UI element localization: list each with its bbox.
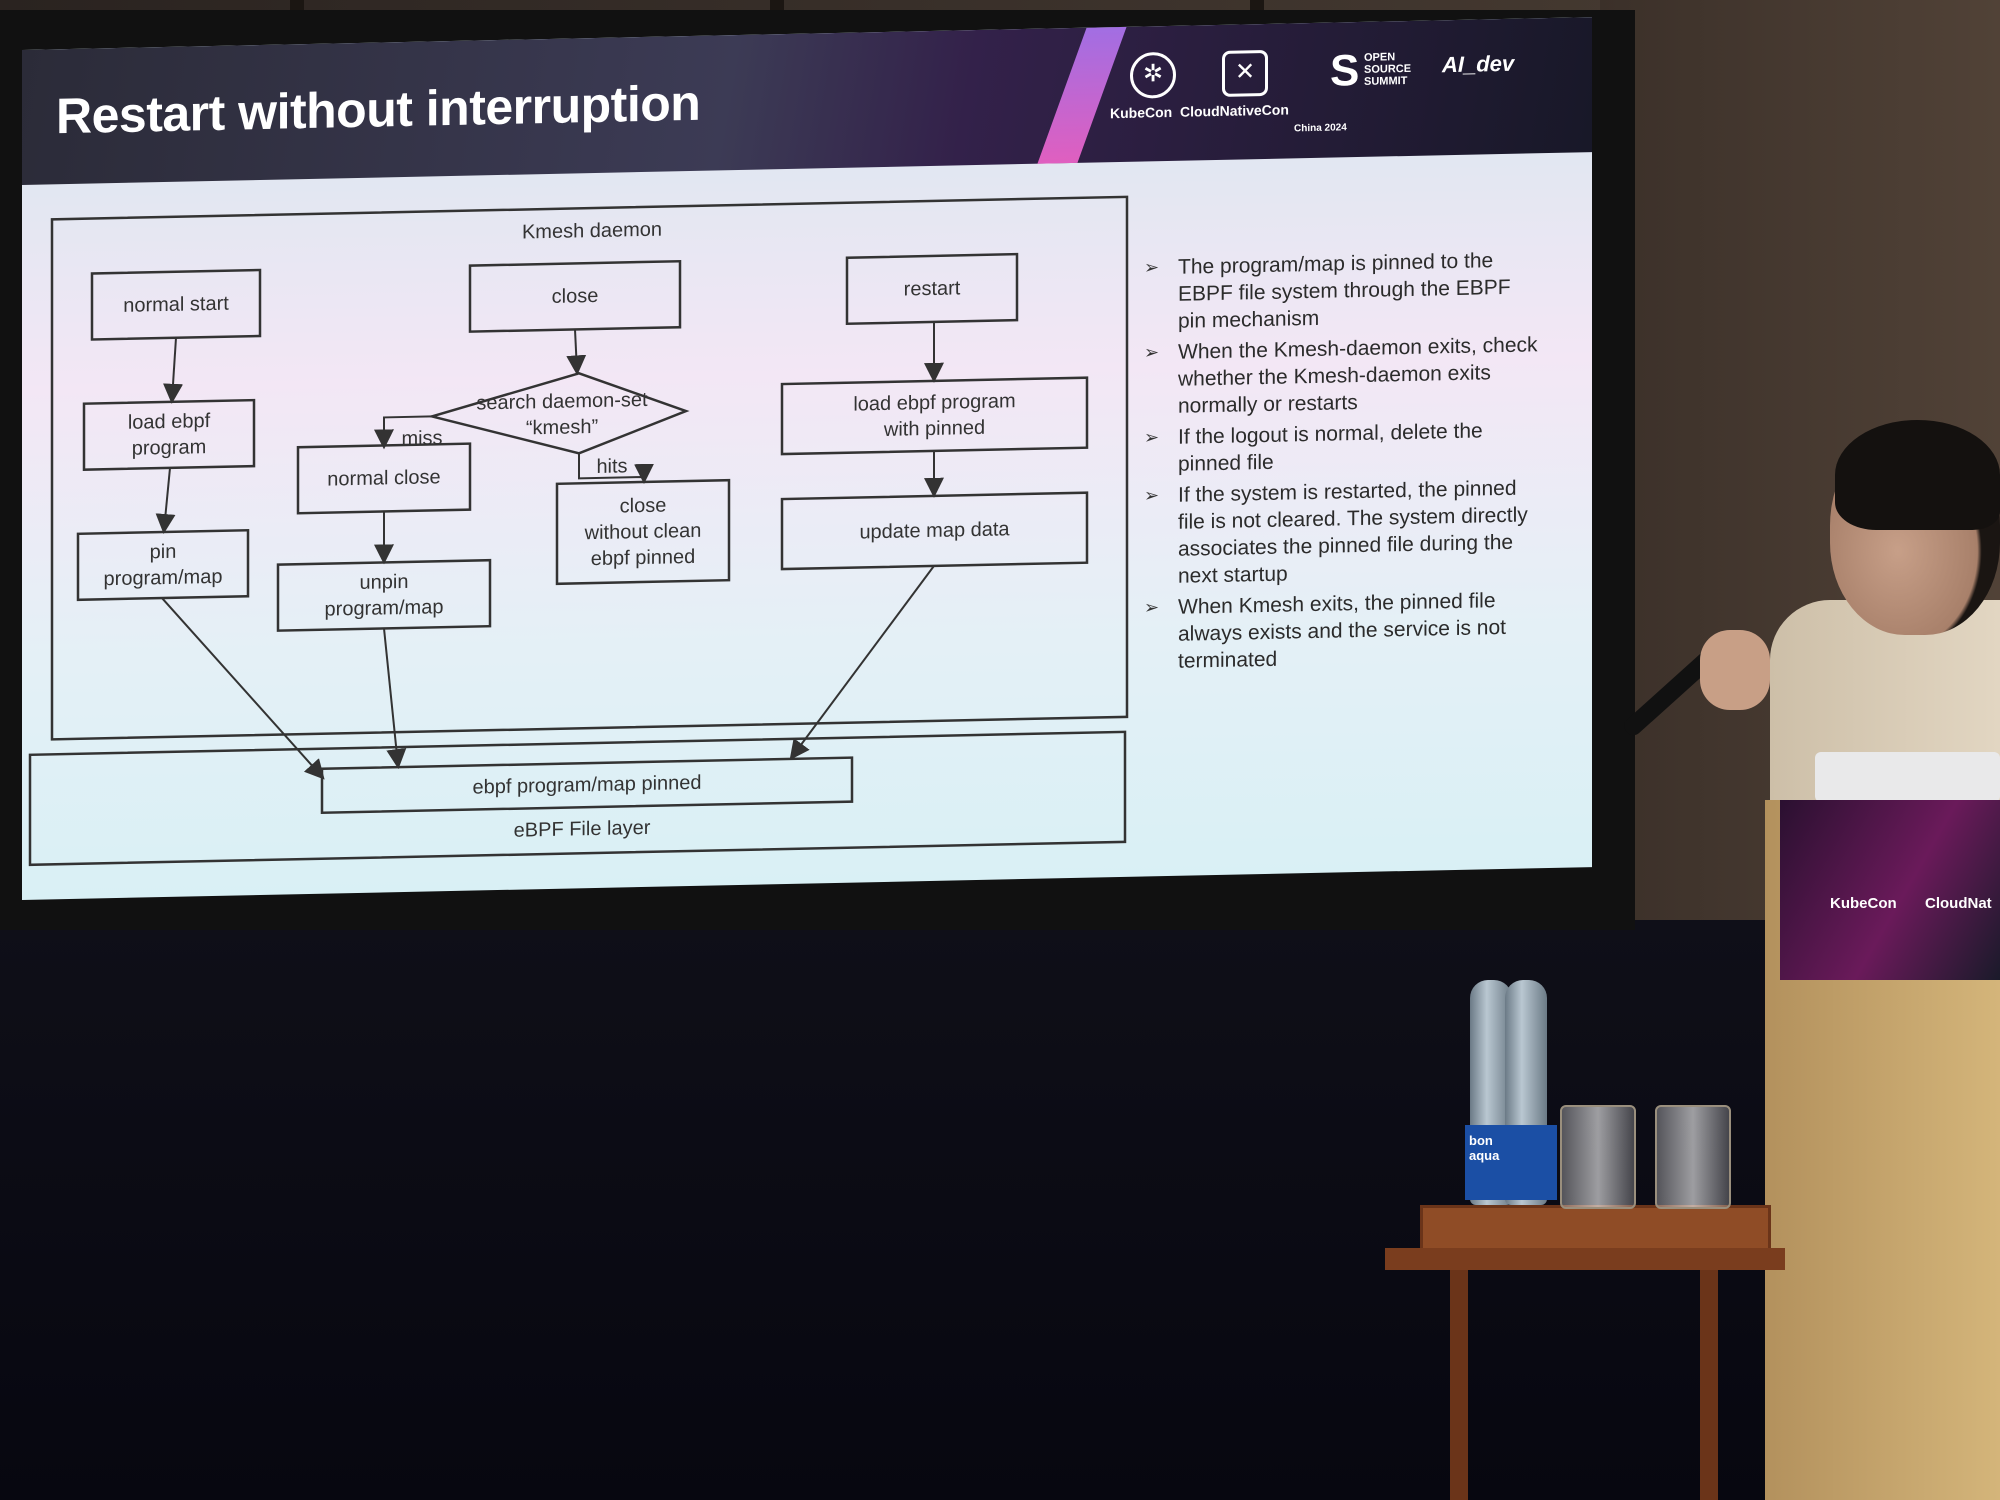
- table-leg: [1700, 1270, 1718, 1500]
- bullet-item: ➢When the Kmesh-daemon exits, check whet…: [1144, 333, 1538, 418]
- side-table-top: [1385, 1248, 1785, 1270]
- oss-logo-text: OPEN SOURCE SUMMIT: [1364, 51, 1412, 88]
- drinking-glass: [1560, 1105, 1636, 1209]
- kubecon-logo-text: KubeCon: [1110, 103, 1173, 122]
- bullet-item: ➢If the system is restarted, the pinned …: [1144, 476, 1528, 588]
- oss-s-icon: S: [1330, 45, 1360, 96]
- presenter-hair: [1835, 420, 2000, 530]
- slide-header: Restart without interruption ✲ KubeCon ✕…: [22, 17, 1592, 185]
- arrowhead-bullet-icon: ➢: [1144, 485, 1160, 506]
- slide: Restart without interruption ✲ KubeCon ✕…: [22, 17, 1592, 901]
- drinking-glass: [1655, 1105, 1731, 1209]
- slide-title: Restart without interruption: [56, 74, 701, 145]
- sponsor-logos: ✲ KubeCon ✕ CloudNativeCon China 2024 S …: [1102, 36, 1572, 146]
- ebpf-file-layer-box: [28, 730, 1127, 867]
- node-pin-program-map: pin program/map: [103, 540, 223, 591]
- edge-label-hits: hits: [596, 455, 628, 478]
- ai-dev-logo: AI_dev: [1442, 50, 1515, 78]
- flow-diagram-lines: [28, 195, 1129, 867]
- podium-cloudnative-text: CloudNat: [1925, 895, 1992, 912]
- presenter-hand: [1700, 630, 1770, 710]
- node-unpin-program-map: unpin program/map: [324, 570, 444, 621]
- node-restart: restart: [903, 277, 961, 301]
- node-close: close: [551, 284, 599, 308]
- node-close-without-clean: close without clean ebpf pinned: [584, 494, 702, 571]
- bullet-item: ➢When Kmesh exits, the pinned file alway…: [1144, 589, 1506, 673]
- bottle-label: bon aqua: [1465, 1125, 1557, 1200]
- flow-diagram: Kmesh daemon normal start load ebpf prog…: [22, 167, 1142, 900]
- arrowhead-bullet-icon: ➢: [1144, 342, 1160, 363]
- table-leg: [1450, 1270, 1468, 1500]
- podium-kubecon-text: KubeCon: [1830, 895, 1897, 912]
- cloudnativecon-logo-text: CloudNativeCon: [1180, 101, 1289, 120]
- kubecon-helm-icon: ✲: [1130, 51, 1176, 99]
- node-normal-close: normal close: [327, 466, 441, 491]
- kmesh-daemon-label: Kmesh daemon: [521, 218, 663, 244]
- kmesh-daemon-box: [50, 195, 1129, 741]
- bullet-item: ➢If the logout is normal, delete the pin…: [1144, 419, 1483, 476]
- pinned-box: [320, 756, 854, 814]
- arrowhead-bullet-icon: ➢: [1144, 427, 1160, 448]
- podium-sign: KubeCon CloudNat: [1780, 800, 2000, 980]
- edge-label-miss: miss: [401, 427, 443, 451]
- node-search-daemon-set: search daemon-set “kmesh”: [476, 388, 648, 440]
- projection-screen: Restart without interruption ✲ KubeCon ✕…: [0, 10, 1635, 930]
- arrowhead-bullet-icon: ➢: [1144, 597, 1160, 618]
- node-load-ebpf-program: load ebpf program: [127, 410, 211, 460]
- bullet-item: ➢The program/map is pinned to the EBPF f…: [1144, 249, 1511, 333]
- cncf-icon: ✕: [1222, 49, 1268, 97]
- node-normal-start: normal start: [123, 292, 229, 317]
- laptop: [1815, 752, 2000, 802]
- event-year-text: China 2024: [1294, 122, 1347, 135]
- node-load-with-pinned: load ebpf program with pinned: [853, 390, 1016, 441]
- bullet-list: ➢The program/map is pinned to the EBPF f…: [1142, 246, 1542, 679]
- arrowhead-bullet-icon: ➢: [1144, 257, 1160, 278]
- restart-box: [845, 252, 1019, 325]
